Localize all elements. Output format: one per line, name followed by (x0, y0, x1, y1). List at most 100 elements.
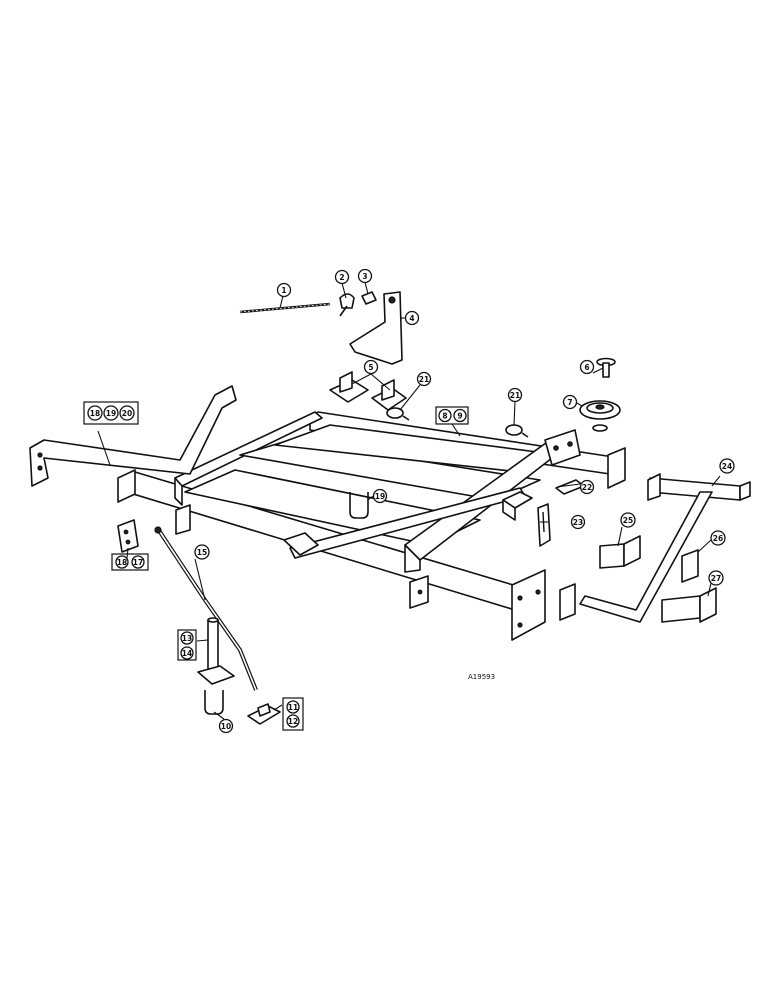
callout-group-11-12: 11 12 (282, 697, 304, 731)
frame-end-cap-left (117, 469, 136, 503)
clamp-ring (505, 424, 523, 436)
rear-clamp-bracket (544, 429, 581, 466)
extension-end-plate-lower (559, 583, 576, 621)
callout-group-16-17: 18 17 (111, 553, 149, 571)
frame-end-plate-rear (607, 447, 626, 489)
leader-lines (97, 281, 721, 720)
part-25-sleeve (599, 535, 641, 569)
sleeve-plate (623, 535, 641, 567)
arm-hole (388, 296, 396, 304)
extension-end-plate (647, 473, 661, 501)
mount-stub (283, 532, 319, 556)
callout-label: 2 (339, 273, 344, 282)
crossbar-2 (239, 439, 541, 501)
callout-label: 14 (182, 649, 192, 658)
callout-4: 4 (404, 310, 420, 326)
callout-label: 1 (281, 286, 286, 295)
strap-hole (37, 452, 43, 458)
callout-label: 6 (584, 363, 589, 372)
rod-highlight (159, 531, 257, 691)
part-2-clevis (339, 293, 355, 317)
part-16-17-bracket (117, 519, 139, 553)
callout-label: 25 (623, 516, 633, 525)
callout-1: 1 (276, 282, 292, 298)
callout-group-8-9: 8 9 (435, 406, 469, 425)
part-15-rod (154, 526, 258, 691)
callout-label: 11 (288, 703, 298, 712)
callout-15: 15 (194, 544, 210, 560)
square-tube-segment-face (502, 499, 516, 521)
diagonal-rail-side (404, 544, 421, 573)
main-frame (117, 411, 626, 641)
callout-group-13-14: 13 14 (177, 629, 197, 661)
clevis-pin (339, 305, 348, 317)
extension-cross-tube (649, 477, 741, 501)
callout-label: 13 (182, 634, 192, 643)
mount-stub-bracket (175, 504, 191, 535)
part-1-wire-spring (239, 302, 331, 314)
bracket-ear (381, 379, 395, 401)
bolt-hole (567, 441, 573, 447)
callout-7: 7 (562, 394, 578, 410)
callout-2: 2 (334, 269, 350, 285)
part-23-bracket (537, 503, 551, 547)
callout-label: 7 (567, 398, 572, 407)
post-top (207, 617, 219, 623)
rod-end (154, 526, 162, 534)
bolt-hole (417, 589, 423, 595)
bracket-ear (339, 371, 353, 393)
pulley-hub (595, 404, 605, 410)
callout-6: 6 (579, 359, 595, 375)
callout-label: 18 (117, 558, 127, 567)
callout-10: 10 (218, 718, 234, 734)
callout-label: 19 (375, 492, 385, 501)
part-26-plate (681, 549, 699, 583)
clamp-bolt (521, 432, 529, 438)
callout-label: 18 (90, 409, 100, 418)
callout-21-left: 21 (416, 371, 432, 387)
clamp-ring (386, 407, 404, 419)
bracket-hole (123, 529, 129, 535)
callout-label: 27 (711, 574, 721, 583)
callout-label: 12 (288, 717, 298, 726)
frame-end-plate-right (511, 569, 546, 641)
callout-label: 26 (713, 534, 723, 543)
callout-21-right: 21 (507, 387, 523, 403)
u-bolt (349, 492, 369, 519)
extension-diagonal-tube (579, 491, 713, 623)
bolt-hole (517, 622, 523, 628)
bolt-hole (517, 595, 523, 601)
callout-label: 17 (133, 558, 143, 567)
bolt-hole (535, 589, 541, 595)
callout-label: 10 (221, 722, 231, 731)
part-11-12-plate (247, 703, 281, 725)
callout-label: 21 (419, 375, 429, 384)
post-base-plate (197, 665, 235, 685)
callout-19-u-bolt: 19 (372, 488, 388, 504)
drawing-reference-number: A19593 (468, 673, 495, 681)
part-10-u-bolt (204, 690, 224, 715)
sleeve-body (661, 595, 701, 623)
part-24-frame-extension (559, 473, 751, 623)
sleeve-body (599, 543, 625, 569)
callout-label: 19 (106, 409, 116, 418)
callout-label: 24 (722, 462, 732, 471)
callout-23: 23 (570, 514, 586, 530)
part-5-pivot-brackets (329, 371, 407, 411)
callout-label: 15 (197, 548, 207, 557)
callout-label: 9 (457, 412, 462, 421)
callout-label: 5 (368, 363, 373, 372)
left-side-rail-flange (174, 477, 183, 506)
clamp-plate-ear (257, 703, 271, 717)
part-21-clamps (386, 407, 529, 438)
part-19-u-bolt (349, 492, 369, 519)
sleeve-plate (699, 587, 717, 623)
bolt-hole (553, 445, 559, 451)
callout-26: 26 (710, 530, 726, 546)
callout-22: 22 (579, 479, 595, 495)
wire-texture (239, 303, 331, 313)
lift-arm (349, 291, 403, 365)
callout-label: 4 (409, 314, 414, 323)
